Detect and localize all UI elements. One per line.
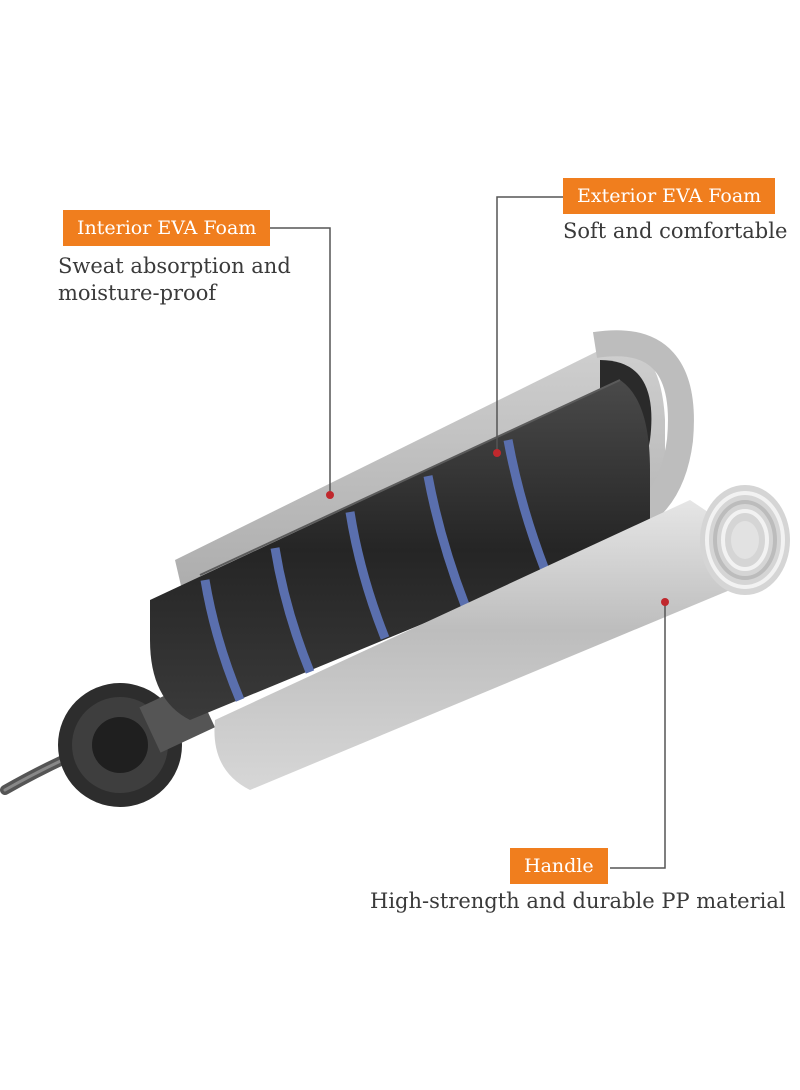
exterior-marker-dot bbox=[493, 449, 501, 457]
handle-marker-dot bbox=[661, 598, 669, 606]
handle-label: Handle bbox=[510, 848, 608, 884]
bearing-cap bbox=[58, 681, 215, 807]
leader-lines bbox=[268, 196, 666, 869]
handle-core bbox=[214, 485, 790, 790]
threaded-end bbox=[700, 485, 790, 595]
marker-dots bbox=[326, 449, 669, 606]
handle-leader-line bbox=[610, 603, 666, 869]
interior-leader-line bbox=[268, 227, 331, 493]
exterior-foam-description: Soft and comfortable bbox=[563, 218, 787, 245]
interior-marker-dot bbox=[326, 491, 334, 499]
handle-desc-line-1: High-strength and durable PP material bbox=[370, 889, 786, 913]
interior-desc-line-1: Sweat absorption and bbox=[58, 254, 291, 278]
interior-foam-label: Interior EVA Foam bbox=[63, 210, 271, 246]
interior-foam-description: Sweat absorption and moisture-proof bbox=[58, 253, 291, 307]
exterior-leader-line bbox=[496, 196, 565, 452]
interior-desc-line-2: moisture-proof bbox=[58, 281, 217, 305]
interior-foam bbox=[150, 379, 650, 720]
handle-description: High-strength and durable PP material bbox=[370, 888, 786, 915]
exterior-desc-line-1: Soft and comfortable bbox=[563, 219, 788, 243]
exterior-foam-label: Exterior EVA Foam bbox=[563, 178, 776, 214]
